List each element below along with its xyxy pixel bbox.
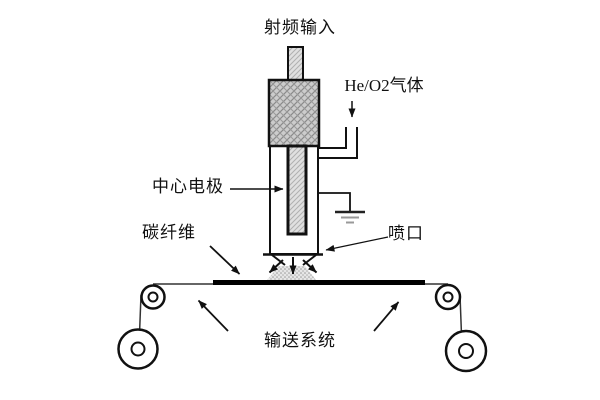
gas-label: He/O2气体 bbox=[344, 76, 424, 95]
rf-coupling-block bbox=[267, 78, 321, 148]
nozzle-leader-arrow bbox=[325, 236, 389, 252]
carbon-fiber-label: 碳纤维 bbox=[142, 223, 196, 242]
rf-feed-rod bbox=[287, 46, 304, 83]
fiber-leader-arrow bbox=[209, 245, 241, 275]
spool-left bbox=[117, 328, 159, 370]
ground-symbol bbox=[335, 210, 365, 224]
spool-right bbox=[444, 329, 488, 373]
pulley-right bbox=[434, 283, 462, 311]
conveyor-system-label: 输送系统 bbox=[264, 331, 336, 350]
nozzle-label: 喷口 bbox=[388, 224, 424, 243]
ground-wire bbox=[319, 192, 351, 211]
conveyor-leader-arrow-right bbox=[373, 301, 400, 332]
pulley-left bbox=[140, 284, 166, 310]
plasma-jet-arrows bbox=[268, 257, 318, 275]
center-electrode-label: 中心电极 bbox=[152, 177, 224, 196]
conveyor-leader-arrow-left bbox=[197, 299, 229, 332]
gas-inlet-pipe bbox=[319, 127, 358, 159]
rf-input-label: 射频输入 bbox=[264, 18, 336, 37]
center-electrode-rod bbox=[286, 144, 308, 236]
